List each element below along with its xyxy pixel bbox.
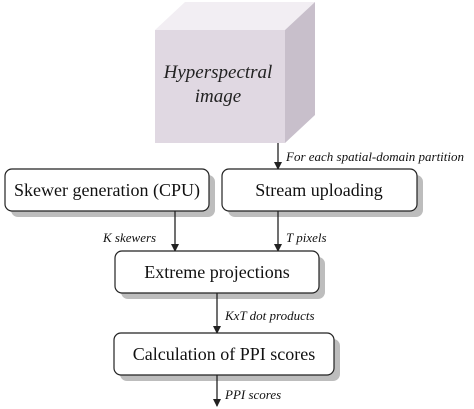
stream-uploading-box: Stream uploading [221, 168, 423, 217]
hyperspectral-cube: Hyperspectral image [155, 2, 315, 143]
cube-side-face [285, 2, 315, 143]
skewer-generation-box: Skewer generation (CPU) [4, 168, 215, 217]
ppi-box-label: Calculation of PPI scores [133, 344, 315, 364]
edge-label-partition: For each spatial-domain partition [285, 149, 464, 164]
cube-label-line1: Hyperspectral [163, 62, 273, 83]
cube-front-face [155, 30, 285, 143]
edge-label-ppi-scores: PPI scores [224, 387, 281, 402]
stream-box-body [221, 168, 418, 212]
stream-box-label: Stream uploading [255, 180, 382, 200]
edge-label-dot-products: KxT dot products [224, 308, 315, 323]
skewer-box-label: Skewer generation (CPU) [14, 180, 200, 201]
ppi-calculation-box: Calculation of PPI scores [113, 332, 340, 381]
edge-label-k-skewers: K skewers [102, 230, 156, 245]
extreme-projections-box: Extreme projections [114, 250, 325, 299]
edge-label-t-pixels: T pixels [286, 230, 327, 245]
cube-top-face [155, 2, 315, 30]
skewer-box-body [4, 168, 210, 212]
ppi-box-body [113, 332, 335, 376]
extreme-box-label: Extreme projections [144, 262, 289, 282]
cube-label-line2: image [195, 86, 241, 107]
